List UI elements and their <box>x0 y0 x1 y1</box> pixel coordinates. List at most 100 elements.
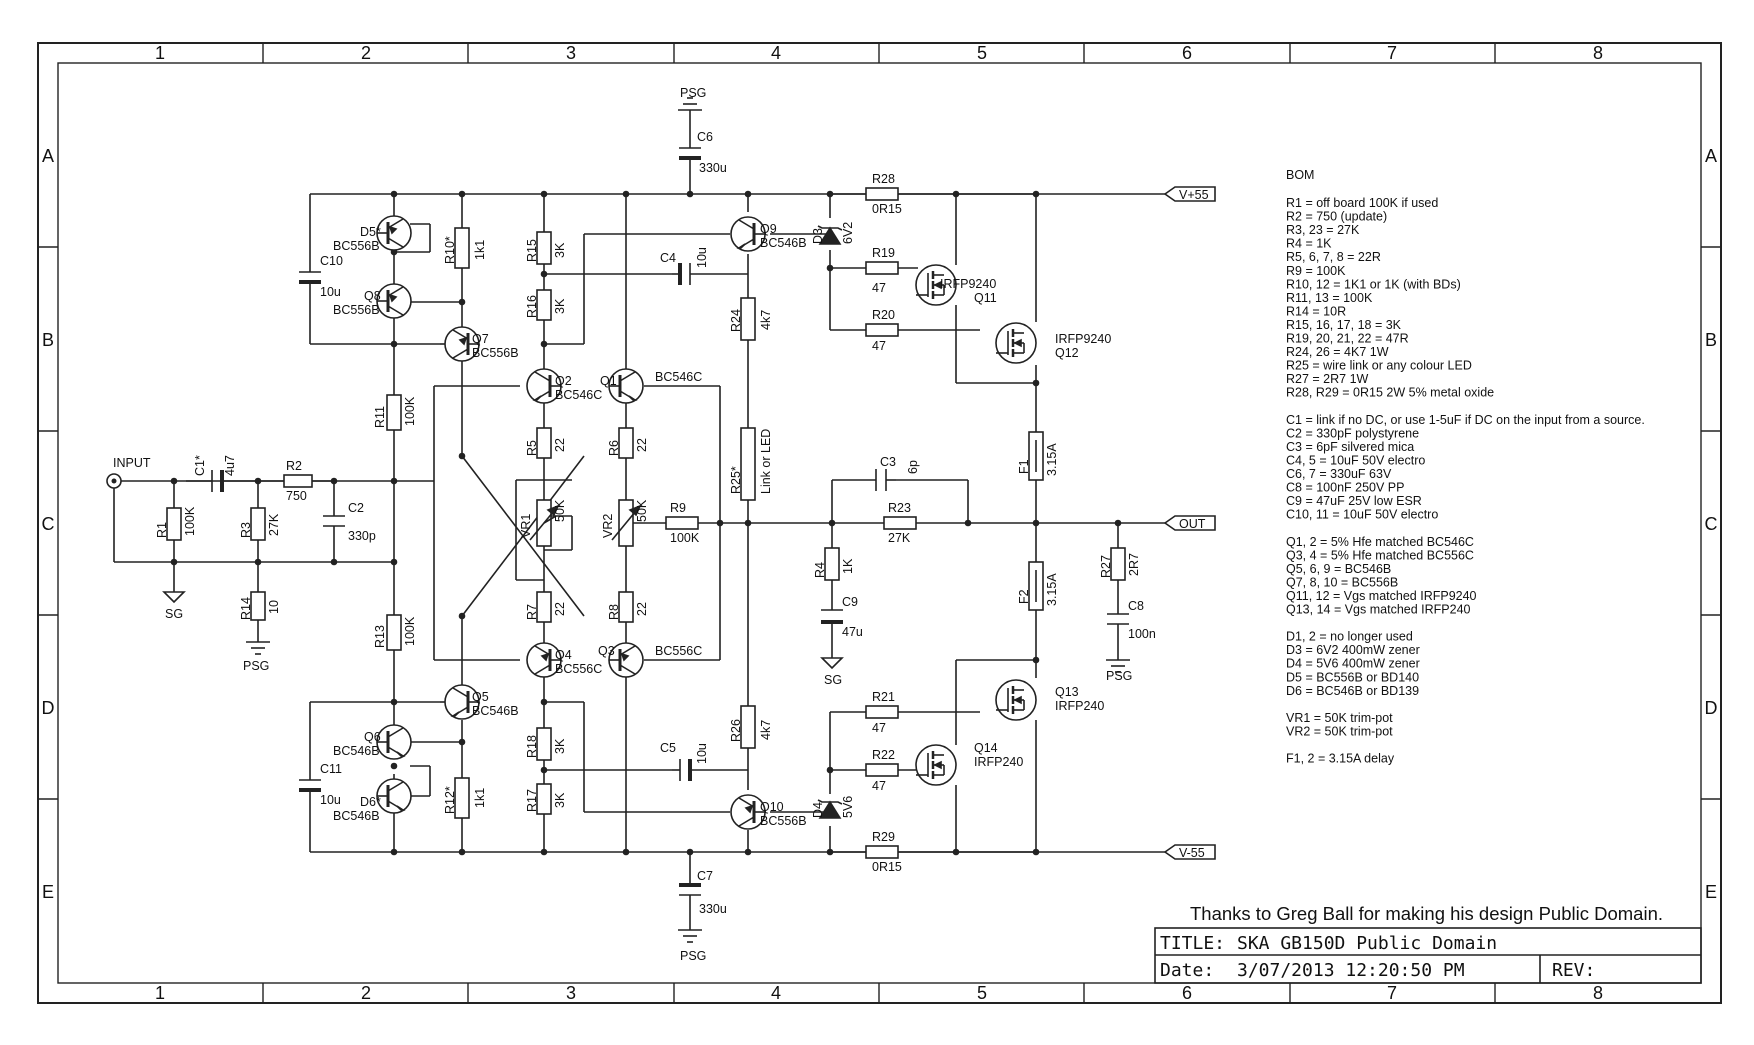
value-C11: 10u <box>320 793 341 807</box>
col-label: 1 <box>155 983 165 1003</box>
value-R26: 4k7 <box>759 720 773 740</box>
bom-line: VR2 = 50K trim-pot <box>1286 724 1393 738</box>
title-label: TITLE: <box>1160 933 1225 954</box>
row-label: C <box>1705 514 1718 534</box>
junction-dot <box>964 519 972 527</box>
bom-line: VR1 = 50K trim-pot <box>1286 711 1393 725</box>
col-label: 5 <box>977 983 987 1003</box>
resistor-R27 <box>1110 547 1126 581</box>
bom-title: BOM <box>1286 168 1314 182</box>
label-Q11: Q11 <box>974 291 997 305</box>
bom-line: C8 = 100nF 250V PP <box>1286 481 1404 495</box>
value-VR2: 50K <box>635 499 649 522</box>
label-C6: C6 <box>697 130 713 144</box>
bom-line: R3, 23 = 27K <box>1286 223 1360 237</box>
date-value: 3/07/2013 12:20:50 PM <box>1237 960 1465 981</box>
row-label: C <box>42 514 55 534</box>
psg-label: PSG <box>243 659 269 673</box>
value-R14: 10 <box>267 600 281 614</box>
value-R23: 27K <box>888 531 911 545</box>
label-R9: R9 <box>670 501 686 515</box>
junction-dot <box>952 190 960 198</box>
value-R28: 0R15 <box>872 202 902 216</box>
resistor-R20 <box>865 323 899 337</box>
transistor-D5 <box>376 215 412 251</box>
bom-line: C10, 11 = 10uF 50V electro <box>1286 508 1438 522</box>
resistor-R8 <box>618 591 634 623</box>
value-R12: 1k1 <box>473 788 487 808</box>
resistor-R17 <box>536 783 552 815</box>
credit-text: Thanks to Greg Ball for making his desig… <box>1190 903 1663 924</box>
value-Q13: IRFP240 <box>1055 699 1104 713</box>
junction-dot <box>1032 848 1040 856</box>
row-label: B <box>42 330 54 350</box>
value-R18: 3K <box>553 738 567 754</box>
value-R22: 47 <box>872 779 886 793</box>
bom-line: Q3, 4 = 5% Hfe matched BC556C <box>1286 548 1474 562</box>
mosfet-Q11 <box>915 264 957 306</box>
junction-dot <box>744 190 752 198</box>
value-VR1: 50K <box>553 499 567 522</box>
value-C9: 47u <box>842 625 863 639</box>
value-R27: 2R7 <box>1127 553 1141 576</box>
col-label: 4 <box>771 983 781 1003</box>
label-C4: C4 <box>660 251 676 265</box>
net-labels: INPUT PSG PSG PSG PSG SG SG <box>113 86 1132 963</box>
label-R3: R3 <box>239 522 253 538</box>
value-C1: 4u7 <box>223 455 237 476</box>
value-R8: 22 <box>635 602 649 616</box>
col-label: 6 <box>1182 983 1192 1003</box>
junction-dot <box>826 264 834 272</box>
value-C10: 10u <box>320 285 341 299</box>
port-out-label: OUT <box>1179 517 1206 531</box>
label-C2: C2 <box>348 501 364 515</box>
junction-dot <box>826 848 834 856</box>
capacitors <box>186 147 1129 896</box>
col-label: 1 <box>155 43 165 63</box>
value-R19: 47 <box>872 281 886 295</box>
value-Q11: IRFP9240 <box>940 277 996 291</box>
ground-symbols <box>162 97 1130 943</box>
junction-dot <box>390 340 398 348</box>
label-R14: R14 <box>239 597 253 620</box>
zener-D3 <box>818 226 842 245</box>
value-R1: 100K <box>183 506 197 536</box>
junction-dot <box>390 762 398 770</box>
mosfet-Q12 <box>995 322 1037 364</box>
value-R11: 100K <box>403 396 417 426</box>
label-F2: F2 <box>1017 589 1031 604</box>
junction-dot <box>390 848 398 856</box>
value-R16: 3K <box>553 298 567 314</box>
label-R28: R28 <box>872 172 895 186</box>
bom-line: R9 = 100K <box>1286 264 1346 278</box>
value-F2: 3.15A <box>1045 573 1059 606</box>
label-R20: R20 <box>872 308 895 322</box>
label-Q13: Q13 <box>1055 685 1079 699</box>
row-label: D <box>42 698 55 718</box>
transistor-Q5 <box>444 684 480 720</box>
junction-dot <box>1032 190 1040 198</box>
col-label: 3 <box>566 43 576 63</box>
value-R10: 1k1 <box>473 240 487 260</box>
bom-line: C1 = link if no DC, or use 1-5uF if DC o… <box>1286 413 1645 427</box>
transistor-D6 <box>376 778 412 814</box>
junction-dot <box>622 190 630 198</box>
sg-label: SG <box>824 673 842 687</box>
value-D3: 6V2 <box>841 222 855 244</box>
frame-row-labels-right: A B C D E <box>1705 146 1718 902</box>
junction-dot <box>390 698 398 706</box>
zener-diodes <box>817 225 843 819</box>
bom-line: D6 = BC546B or BD139 <box>1286 684 1419 698</box>
mosfet-Q13 <box>995 679 1037 721</box>
label-D6: D6* <box>360 795 381 809</box>
transistor-Q7 <box>444 326 480 362</box>
label-Q3: Q3 <box>598 644 615 658</box>
resistor-R22 <box>865 763 899 777</box>
label-R19: R19 <box>872 246 895 260</box>
junction-dot <box>952 848 960 856</box>
label-C11: C11 <box>320 762 342 776</box>
value-C6: 330u <box>699 161 727 175</box>
resistor-R25 <box>740 427 756 501</box>
mosfet-Q14 <box>915 744 957 786</box>
